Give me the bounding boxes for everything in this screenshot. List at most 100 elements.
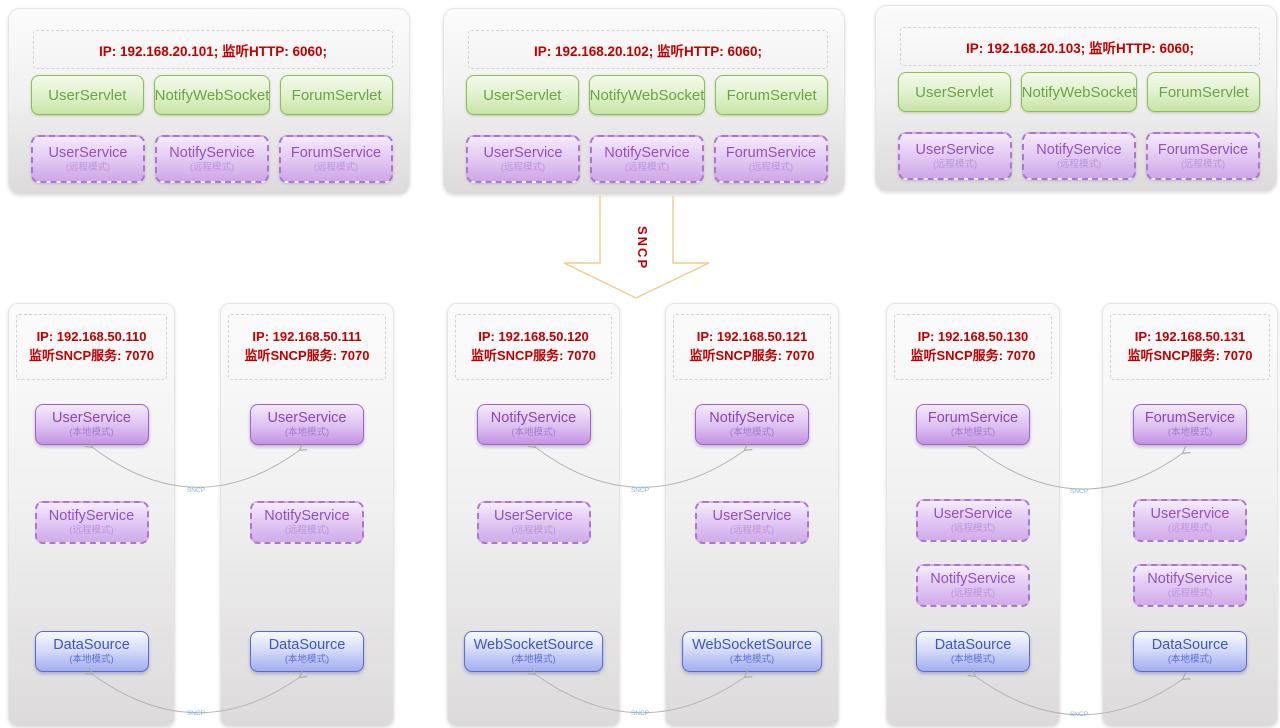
service-mode: (远程模式) [950, 523, 996, 535]
service-mode: (远程模式) [69, 525, 114, 537]
service-name: DataSource [934, 637, 1012, 653]
node-datasource-local: DataSource (本地模式) [1133, 631, 1247, 672]
service-mode: (远程模式) [511, 525, 556, 537]
service-mode: (远程模式) [624, 161, 670, 173]
connector-label: SNCP [631, 710, 649, 717]
service-mode: (远程模式) [1180, 158, 1226, 170]
service-mode: (本地模式) [1167, 654, 1213, 666]
service-mode: (远程模式) [65, 161, 111, 173]
node-forumservlet: ForumServlet [280, 75, 393, 115]
connector-label: SNCP [631, 487, 649, 494]
service-name: UserService [933, 506, 1013, 522]
service-row: UserService (远程模式) NotifyService (远程模式) … [898, 132, 1260, 180]
port-line: 监听SNCP服务: 7070 [910, 348, 1036, 363]
service-name: DataSource [268, 637, 346, 653]
node-userservice-remote: UserService (远程模式) [695, 501, 809, 544]
connector-label: SNCP [1070, 488, 1088, 495]
service-mode: (本地模式) [69, 654, 114, 666]
server-ip-label: IP: 192.168.20.101; 监听HTTP: 6060; [33, 30, 393, 69]
service-mode: (远程模式) [1167, 523, 1213, 535]
http-server-card-101: IP: 192.168.20.101; 监听HTTP: 6060; UserSe… [8, 8, 410, 195]
service-name: UserService [1150, 506, 1230, 522]
node-userservice-local: UserService (本地模式) [34, 404, 149, 445]
service-name: NotifyService [604, 144, 690, 161]
service-mode: (本地模式) [511, 654, 556, 666]
service-name: NotifyService [1147, 571, 1233, 587]
service-name: UserService [483, 144, 563, 161]
service-name: ForumService [725, 144, 817, 161]
service-mode: (本地模式) [950, 654, 996, 666]
node-userservlet: UserServlet [466, 75, 579, 115]
service-name: ForumService [290, 144, 382, 161]
service-name: ForumService [927, 410, 1019, 426]
node-notifywebsocket: NotifyWebSocket [588, 75, 706, 115]
node-forumservlet: ForumServlet [1147, 72, 1260, 112]
connector-label: SNCP [187, 487, 205, 494]
service-mode: (本地模式) [729, 654, 775, 666]
service-mode: (远程模式) [189, 161, 235, 173]
service-name: WebSocketSource [473, 637, 594, 653]
service-mode: (远程模式) [748, 161, 794, 173]
node-notifyservice-remote: NotifyService (远程模式) [34, 501, 149, 544]
node-notifywebsocket: NotifyWebSocket [153, 75, 271, 115]
node-notifywebsocket: NotifyWebSocket [1020, 72, 1138, 112]
node-userservice-remote: UserService (远程模式) [476, 501, 591, 544]
node-websocketsource-local: WebSocketSource (本地模式) [463, 631, 604, 672]
sncp-server-card-130: IP: 192.168.50.130 监听SNCP服务: 7070 ForumS… [886, 303, 1060, 727]
sncp-server-card-131: IP: 192.168.50.131 监听SNCP服务: 7070 ForumS… [1102, 303, 1278, 727]
node-userservice-remote: UserService (远程模式) [898, 132, 1012, 180]
service-name: DataSource [53, 637, 130, 653]
ip-line: IP: 192.168.50.111 [252, 329, 362, 345]
service-mode: (远程模式) [1167, 588, 1213, 600]
ip-line: IP: 192.168.50.130 [917, 329, 1029, 345]
server-ip-label: IP: 192.168.50.120 监听SNCP服务: 7070 [455, 314, 612, 380]
node-websocketsource-local: WebSocketSource (本地模式) [682, 631, 822, 672]
service-name: UserService [48, 144, 128, 161]
service-name: ForumService [1144, 410, 1236, 426]
node-userservice-remote: UserService (远程模式) [916, 499, 1030, 542]
node-forumservice-remote: ForumService (远程模式) [279, 135, 393, 183]
node-userservlet: UserServlet [898, 72, 1011, 112]
service-name: NotifyService [930, 571, 1016, 587]
node-datasource-local: DataSource (本地模式) [34, 631, 149, 672]
server-ip-label: IP: 192.168.50.121 监听SNCP服务: 7070 [673, 314, 831, 380]
service-name: NotifyService [264, 508, 350, 524]
service-name: NotifyService [48, 508, 135, 524]
node-userservice-remote: UserService (远程模式) [31, 135, 145, 183]
service-mode: (本地模式) [1167, 427, 1213, 439]
node-notifyservice-remote: NotifyService (远程模式) [250, 501, 364, 544]
service-name: WebSocketSource [692, 637, 812, 653]
service-mode: (本地模式) [284, 654, 330, 666]
service-mode: (远程模式) [1056, 158, 1102, 170]
service-mode: (本地模式) [729, 427, 775, 439]
server-ip-label: IP: 192.168.50.111 监听SNCP服务: 7070 [228, 314, 386, 380]
server-ip-label: IP: 192.168.20.103; 监听HTTP: 6060; [900, 27, 1260, 66]
sncp-server-card-110: IP: 192.168.50.110 监听SNCP服务: 7070 UserSe… [8, 303, 175, 727]
port-line: 监听SNCP服务: 7070 [471, 348, 596, 363]
sncp-arrow-label: SNCP [635, 226, 650, 270]
connector-label: SNCP [1070, 711, 1088, 718]
ip-line: IP: 192.168.50.120 [478, 329, 589, 345]
server-ip-label: IP: 192.168.50.130 监听SNCP服务: 7070 [894, 314, 1052, 380]
node-forumservice-local: ForumService (本地模式) [1133, 404, 1247, 445]
service-name: NotifyService [1036, 141, 1122, 158]
service-name: NotifyService [490, 410, 577, 426]
node-userservice-remote: UserService (远程模式) [466, 135, 580, 183]
ip-line: IP: 192.168.50.121 [696, 329, 808, 345]
node-notifyservice-local: NotifyService (本地模式) [695, 404, 809, 445]
node-userservlet: UserServlet [31, 75, 144, 115]
service-mode: (远程模式) [284, 525, 330, 537]
service-mode: (本地模式) [511, 427, 556, 439]
node-notifyservice-remote: NotifyService (远程模式) [1022, 132, 1136, 180]
server-ip-label: IP: 192.168.50.110 监听SNCP服务: 7070 [16, 314, 167, 380]
service-mode: (本地模式) [950, 427, 996, 439]
node-notifyservice-remote: NotifyService (远程模式) [590, 135, 704, 183]
service-name: NotifyService [709, 410, 795, 426]
service-name: UserService [267, 410, 347, 426]
http-server-card-102: IP: 192.168.20.102; 监听HTTP: 6060; UserSe… [443, 8, 845, 195]
sncp-server-card-111: IP: 192.168.50.111 监听SNCP服务: 7070 UserSe… [220, 303, 394, 727]
sncp-server-card-120: IP: 192.168.50.120 监听SNCP服务: 7070 Notify… [447, 303, 620, 727]
sncp-server-card-121: IP: 192.168.50.121 监听SNCP服务: 7070 Notify… [665, 303, 839, 727]
service-row: UserService (远程模式) NotifyService (远程模式) … [31, 135, 393, 183]
